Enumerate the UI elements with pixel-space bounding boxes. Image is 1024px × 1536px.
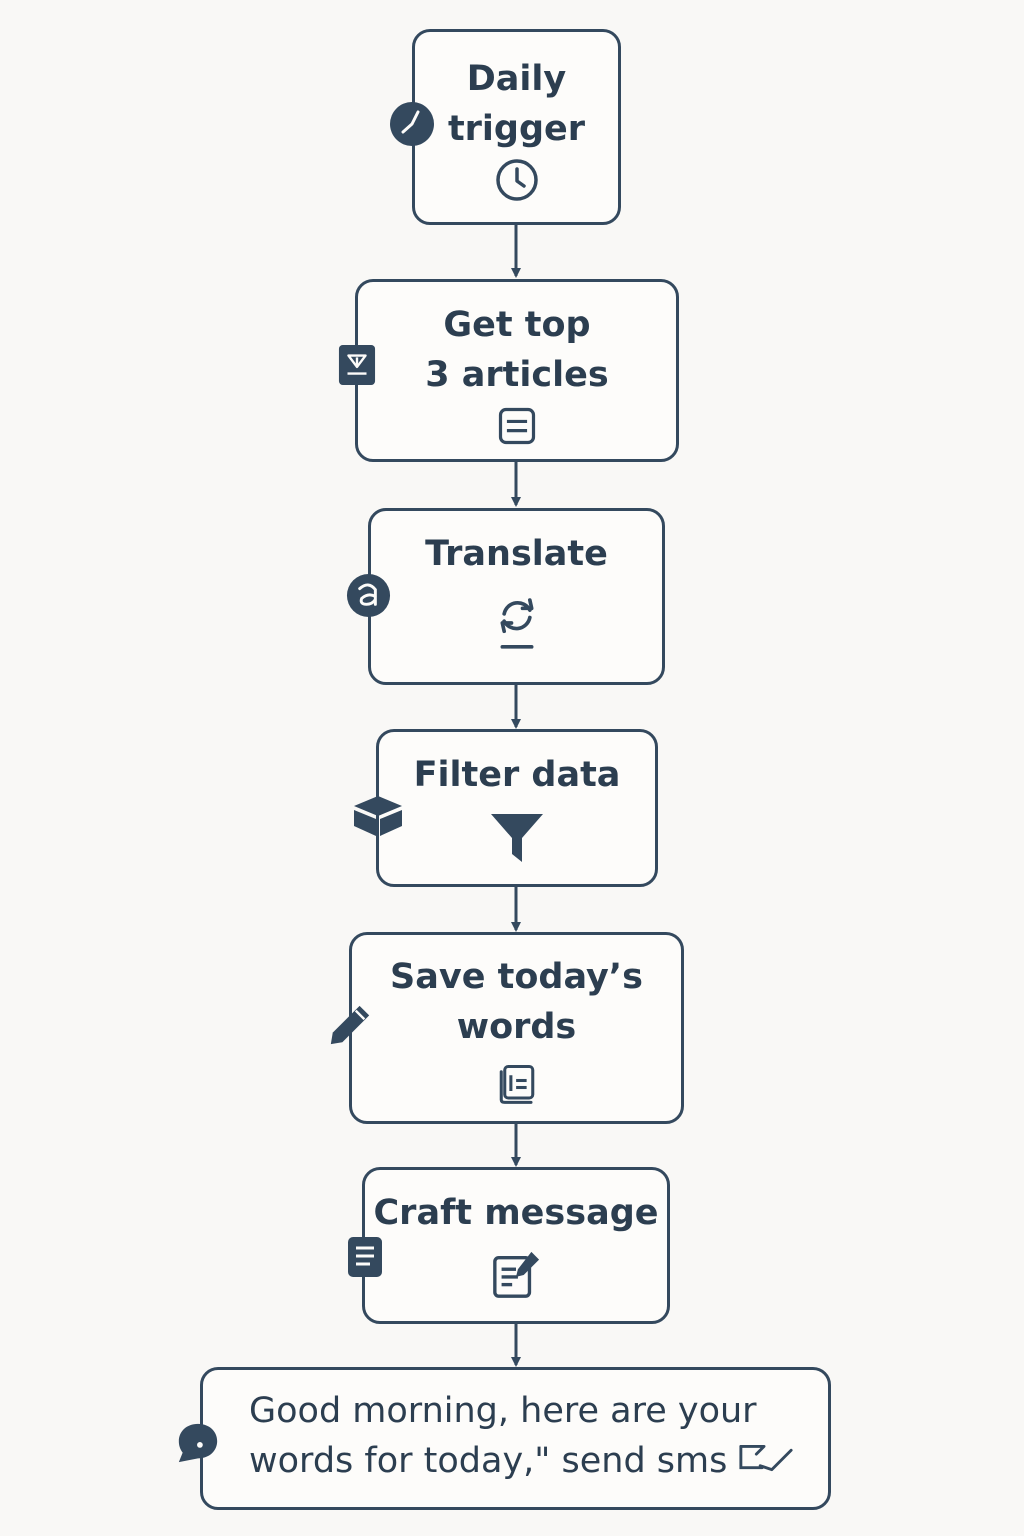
clock-icon: [495, 159, 538, 201]
node-craft-message[interactable]: Craft message: [362, 1167, 670, 1324]
node-translate[interactable]: Translate: [368, 508, 665, 685]
funnel-icon: [491, 814, 543, 862]
node-title: Daily trigger: [447, 59, 586, 149]
translate-badge-icon: [346, 573, 391, 618]
document-badge-icon: [348, 1237, 382, 1277]
cube-badge-icon: [354, 796, 402, 836]
node-save-words[interactable]: Save today’s words: [349, 932, 684, 1124]
send-sms-icon: [739, 1444, 793, 1472]
node-title: Translate: [425, 534, 608, 574]
node-title: Save today’s words: [390, 957, 643, 1047]
node-title: Filter data: [413, 755, 621, 795]
node-filter-data[interactable]: Filter data: [376, 729, 658, 887]
edit-document-icon: [493, 1251, 540, 1298]
node-title: Craft message: [373, 1193, 659, 1233]
node-title: Get top 3 articles: [425, 305, 609, 395]
sms-message-text: Good morning, here are your words for to…: [249, 1391, 757, 1481]
download-badge-icon: [338, 345, 376, 385]
book-icon: [499, 1064, 534, 1104]
pencil-badge-icon: [330, 1005, 370, 1045]
article-list-icon: [498, 407, 536, 445]
clock-badge-icon: [390, 102, 434, 146]
chat-bubble-icon: [178, 1423, 218, 1463]
node-get-top-articles[interactable]: Get top 3 articles: [355, 279, 679, 462]
node-send-sms[interactable]: Good morning, here are your words for to…: [200, 1367, 831, 1510]
node-daily-trigger[interactable]: Daily trigger: [412, 29, 621, 225]
refresh-arrows-icon: [500, 598, 533, 649]
